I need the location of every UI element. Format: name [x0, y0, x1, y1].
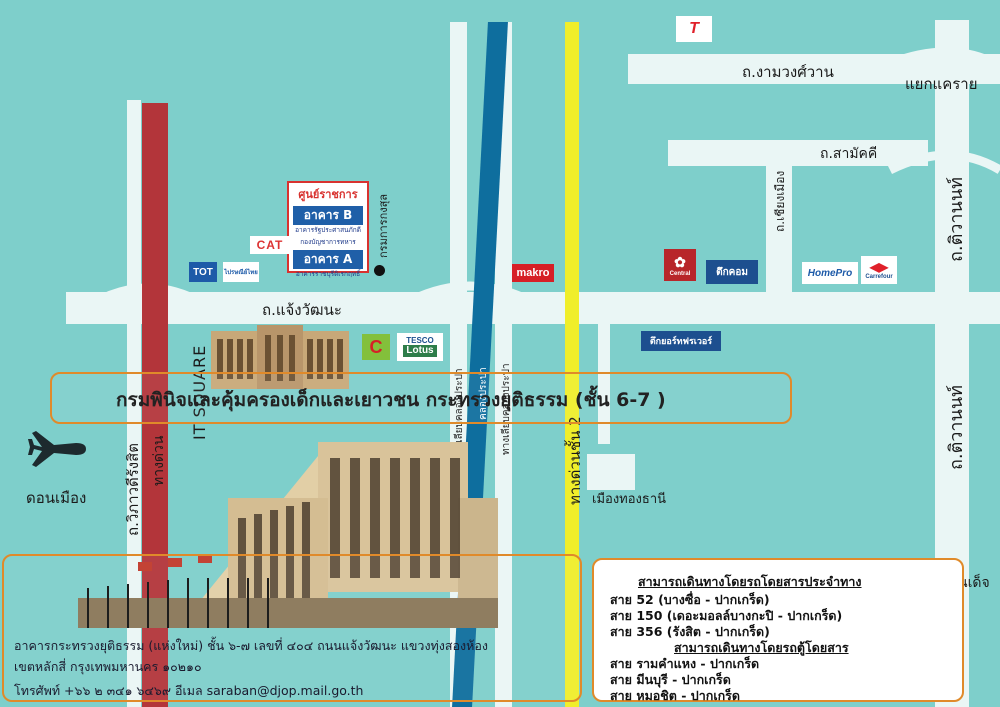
logo-makro: makro: [512, 264, 554, 282]
airplane-icon: [28, 431, 86, 467]
address-line-3: โทรศัพท์ +๖๖ ๒ ๓๔๑ ๖๔๖๙ อีเมล saraban@dj…: [14, 683, 364, 698]
building-main-image: [78, 442, 498, 628]
logo-carrefour: ◀▶ Carrefour: [861, 256, 897, 284]
label-tiwanon-bottom: ถ.ติวานนท์: [946, 385, 967, 470]
transit-box: สามารถเดินทางโดยรถโดยสารประจำทาง สาย 52 …: [592, 558, 964, 703]
lotus-label: Lotus: [403, 345, 437, 357]
tollway-2-line: [565, 22, 579, 707]
logo-big-c: C: [362, 334, 390, 360]
building-b-label: อาคาร B: [303, 208, 353, 222]
carrefour-label: Carrefour: [865, 274, 893, 280]
road-muang-thong-access: [598, 324, 610, 444]
building-a-sub: อาคารราชบุรีดิเรกฤทธิ์: [295, 270, 361, 278]
label-don-mueang: ดอนเมือง: [26, 489, 87, 507]
bus-line-3: สาย 356 (รังสิต - ปากเกร็ด): [610, 624, 770, 639]
logo-thaipost: ไปรษณีย์ไทย: [223, 262, 259, 282]
label-tiwanon-top: ถ.ติวานนท์: [946, 177, 967, 262]
carrefour-icon: ◀▶: [869, 260, 889, 274]
bus-header: สามารถเดินทางโดยรถโดยสารประจำทาง: [638, 574, 862, 589]
gov-center-box: ศูนย์ราชการ อาคาร B อาคารรัฐประศาสนภักดี…: [287, 181, 369, 278]
logo-central: ✿ Central: [664, 249, 696, 281]
road-samakkhi: [668, 140, 928, 166]
building-b-sub: อาคารรัฐประศาสนภักดี: [295, 226, 361, 234]
location-dot: [374, 265, 385, 276]
label-chiang-muang: ถ.เชียงเมือง: [773, 170, 787, 232]
label-ngam-wong-wan: ถ.งามวงศ์วาน: [742, 63, 834, 81]
label-khae-rai: แยกแคราย: [905, 75, 978, 93]
label-samakkhi: ถ.สามัคคี: [820, 146, 878, 162]
van-line-1: สาย รามคำแหง - ปากเกร็ด: [610, 656, 760, 671]
label-chaeng-watthana: ถ.แจ้งวัฒนะ: [262, 301, 342, 319]
logo-tot: TOT: [189, 262, 217, 282]
building-a-label: อาคาร A: [303, 252, 353, 266]
gov-center-title: ศูนย์ราชการ: [298, 188, 358, 201]
label-muang-thong: เมืองทองธานี: [592, 492, 667, 507]
banner-title: กรมพินิจและคุ้มครองเด็กและเยาวชน กระทรวง…: [116, 389, 666, 411]
dept-tax: กองบัญชาการทหาร: [300, 238, 356, 246]
central-label: Central: [669, 270, 691, 277]
logo-tuk-com: ตึกคอม: [706, 260, 758, 284]
tesco-label: TESCO: [406, 336, 434, 345]
title-banner: กรมพินิจและคุ้มครองเด็กและเยาวชน กระทรวง…: [50, 372, 792, 424]
label-kanchanaphisek: นเด็จ: [958, 575, 990, 591]
bus-line-1: สาย 52 (บางซื่อ - ปากเกร็ด): [610, 592, 770, 607]
label-dept-lands: กรมการกงสุล: [377, 193, 390, 258]
address-line-2: เขตหลักสี่ กรุงเทพมหานคร ๑๐๒๑๐: [14, 659, 202, 674]
muang-thong-block: [587, 454, 635, 490]
road-prapa-right: [495, 22, 512, 707]
logo-tesco-lotus: TESCO Lotus: [397, 333, 443, 361]
building-small-image: [211, 325, 349, 389]
van-line-2: สาย มีนบุรี - ปากเกร็ด: [610, 672, 731, 687]
bus-line-2: สาย 150 (เดอะมอลล์บางกะปิ - ปากเกร็ด): [610, 608, 843, 623]
van-line-3: สาย หมอชิต - ปากเกร็ด: [610, 688, 740, 703]
logo-cat: CAT: [250, 236, 290, 254]
logo-homepro: HomePro: [802, 262, 858, 284]
address-box: อาคารกระทรวงยุติธรรม (แห่งใหม่) ชั้น ๖-๗…: [2, 554, 582, 702]
building-a: อาคาร A: [293, 250, 363, 269]
address-line-1: อาคารกระทรวงยุติธรรม (แห่งใหม่) ชั้น ๖-๗…: [14, 638, 488, 653]
central-icon: ✿: [674, 253, 686, 270]
road-chaeng-watthana: [66, 292, 1000, 324]
logo-tuk-dsc: ตึกยอร์ทฟรเวอร์: [641, 331, 721, 351]
logo-tuyano: T: [676, 16, 712, 42]
van-header: สามารถเดินทางโดยรถตู้โดยสาร: [674, 640, 849, 655]
label-tollway-2: ทางด่วนชั้น 2: [566, 416, 584, 505]
building-b: อาคาร B: [293, 206, 363, 225]
road-chiang-muang: [766, 163, 792, 293]
